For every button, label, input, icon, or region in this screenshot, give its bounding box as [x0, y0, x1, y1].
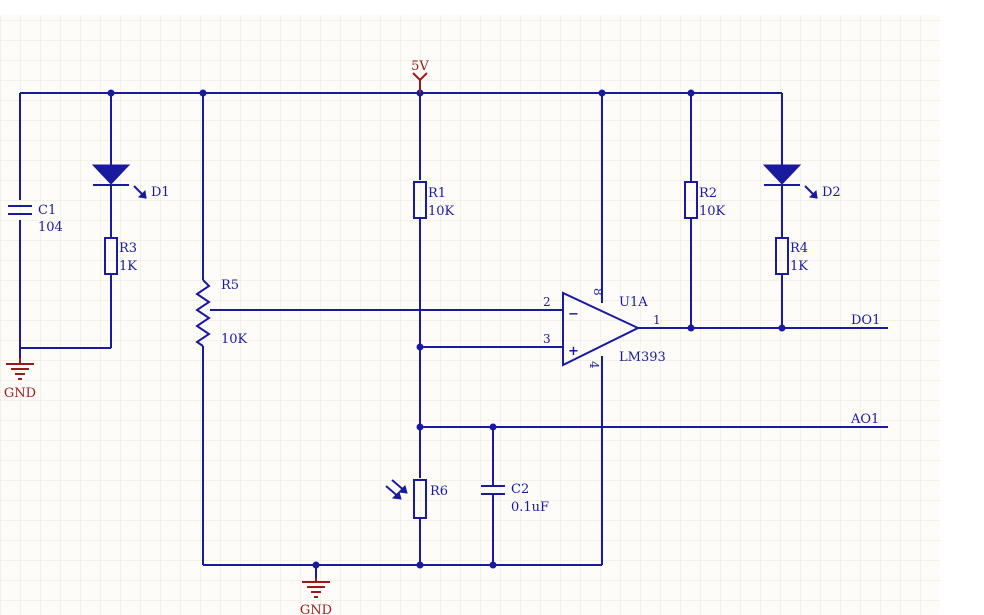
net-label-do1: DO1 [851, 313, 880, 328]
u1-ref: U1A [619, 295, 648, 310]
noninverting-sign: + [568, 344, 579, 359]
junction-dot [416, 561, 424, 569]
led-d1-body-icon [91, 164, 131, 185]
resistor-r4: R4 1K [775, 237, 808, 275]
potentiometer-r5: R5 10K [195, 278, 248, 347]
junction-dot [416, 423, 424, 431]
comparator-u1a: − + 2 3 1 8 4 U1A LM393 [543, 288, 666, 369]
d2-ref: D2 [822, 185, 841, 200]
c2-value: 0.1uF [511, 500, 549, 515]
junction-dot [489, 561, 497, 569]
r1-ref: R1 [428, 186, 446, 201]
gnd-bottom-label: GND [300, 603, 332, 615]
pin-1-label: 1 [653, 313, 661, 327]
d1-ref: D1 [151, 185, 170, 200]
resistor-r1: R1 10K [413, 181, 455, 219]
gnd-left-label: GND [4, 386, 36, 401]
r3-value: 1K [119, 259, 137, 274]
r2-ref: R2 [699, 186, 717, 201]
ground-symbol-left: GND [4, 358, 36, 401]
ground-symbol-bottom: GND [300, 578, 332, 615]
r5-ref: R5 [221, 278, 239, 293]
comparator-triangle-icon [562, 291, 641, 367]
r2-value: 10K [699, 204, 726, 219]
junction-dot [489, 423, 497, 431]
c1-ref: C1 [38, 203, 56, 218]
capacitor-c1: C1 104 [8, 203, 63, 235]
vcc-label: 5V [411, 59, 429, 74]
c2-ref: C2 [511, 482, 529, 497]
resistor-r2: R2 10K [684, 181, 726, 219]
vcc-symbol: 5V [411, 59, 429, 93]
r4-value: 1K [790, 259, 808, 274]
led-d2: D2 [762, 164, 841, 200]
junction-dot [199, 89, 207, 97]
junctions [107, 89, 786, 569]
junction-dot [598, 89, 606, 97]
pin-2-label: 2 [543, 295, 551, 309]
capacitor-c2: C2 0.1uF [481, 482, 549, 515]
inverting-sign: − [568, 307, 579, 322]
junction-dot [416, 343, 424, 351]
r6-ref: R6 [430, 484, 448, 499]
r3-ref: R3 [119, 241, 137, 256]
pin-8-label: 8 [591, 288, 605, 296]
grid [0, 15, 940, 615]
resistor-r3: R3 1K [104, 237, 137, 275]
r1-value: 10K [428, 204, 455, 219]
junction-dot [312, 561, 320, 569]
r4-ref: R4 [790, 241, 808, 256]
pin-3-label: 3 [543, 332, 551, 346]
net-label-ao1: AO1 [850, 412, 879, 427]
junction-dot [687, 89, 695, 97]
led-d2-body-icon [762, 164, 802, 185]
c1-value: 104 [38, 220, 63, 235]
junction-dot [687, 324, 695, 332]
photoresistor-r6: R6 [385, 479, 448, 519]
u1-part: LM393 [619, 350, 666, 365]
led-d1: D1 [91, 164, 170, 200]
junction-dot [778, 324, 786, 332]
junction-dot [107, 89, 115, 97]
r5-value: 10K [221, 332, 248, 347]
pin-4-label: 4 [587, 361, 601, 369]
